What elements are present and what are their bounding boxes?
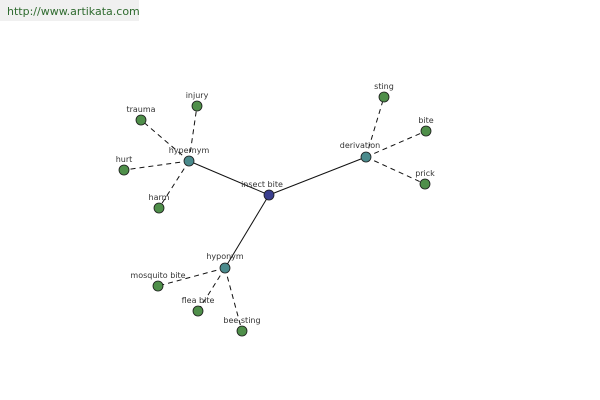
word-sting-label[interactable]: sting <box>374 82 394 91</box>
word-harm-node[interactable] <box>153 202 165 214</box>
relation-hyponym-label[interactable]: hyponym <box>206 252 244 261</box>
word-flea-bite-label[interactable]: flea bite <box>182 296 215 305</box>
word-prick-label[interactable]: prick <box>415 169 435 178</box>
word-bee-sting-node[interactable] <box>236 325 248 337</box>
url-banner: http://www.artikata.com <box>0 0 140 21</box>
edge-hypernym-hurt <box>123 160 190 171</box>
word-trauma-node[interactable] <box>135 114 147 126</box>
word-flea-bite-node[interactable] <box>192 305 204 317</box>
edge-center-hyponym <box>224 194 270 269</box>
relation-hypernym-label[interactable]: hypernym <box>169 146 210 155</box>
word-injury-label[interactable]: injury <box>186 91 209 100</box>
edge-derivation-bite <box>365 130 427 158</box>
site-url[interactable]: http://www.artikata.com <box>7 5 140 18</box>
graph-edges <box>123 96 427 332</box>
edge-hyponym-mosquito-bite <box>157 267 226 287</box>
edge-hypernym-trauma <box>140 119 190 162</box>
word-bee-sting-label[interactable]: bee sting <box>223 316 260 325</box>
edge-hypernym-harm <box>158 160 190 209</box>
edge-center-derivation <box>268 156 367 196</box>
word-harm-label[interactable]: harm <box>149 193 170 202</box>
word-sting-node[interactable] <box>378 91 390 103</box>
center-insect-bite-node[interactable] <box>263 189 275 201</box>
center-insect-bite-label[interactable]: insect bite <box>241 180 283 189</box>
relation-derivation-label[interactable]: derivation <box>340 141 380 150</box>
word-prick-node[interactable] <box>419 178 431 190</box>
edge-derivation-prick <box>365 156 426 185</box>
word-bite-label[interactable]: bite <box>418 116 433 125</box>
word-hurt-label[interactable]: hurt <box>116 155 133 164</box>
word-trauma-label[interactable]: trauma <box>126 105 155 114</box>
edge-center-hypernym <box>188 160 270 196</box>
relation-derivation-node[interactable] <box>360 151 372 163</box>
word-hurt-node[interactable] <box>118 164 130 176</box>
relation-hypernym-node[interactable] <box>183 155 195 167</box>
edge-derivation-sting <box>365 96 385 158</box>
word-mosquito-bite-label[interactable]: mosquito bite <box>130 271 185 280</box>
edge-hypernym-injury <box>188 105 198 162</box>
word-bite-node[interactable] <box>420 125 432 137</box>
edge-hyponym-bee-sting <box>224 267 243 332</box>
graph-nodes: trauma injury hurt harm hypernym sting bite pri… <box>116 82 435 337</box>
relation-hyponym-node[interactable] <box>219 262 231 274</box>
word-injury-node[interactable] <box>191 100 203 112</box>
word-mosquito-bite-node[interactable] <box>152 280 164 292</box>
